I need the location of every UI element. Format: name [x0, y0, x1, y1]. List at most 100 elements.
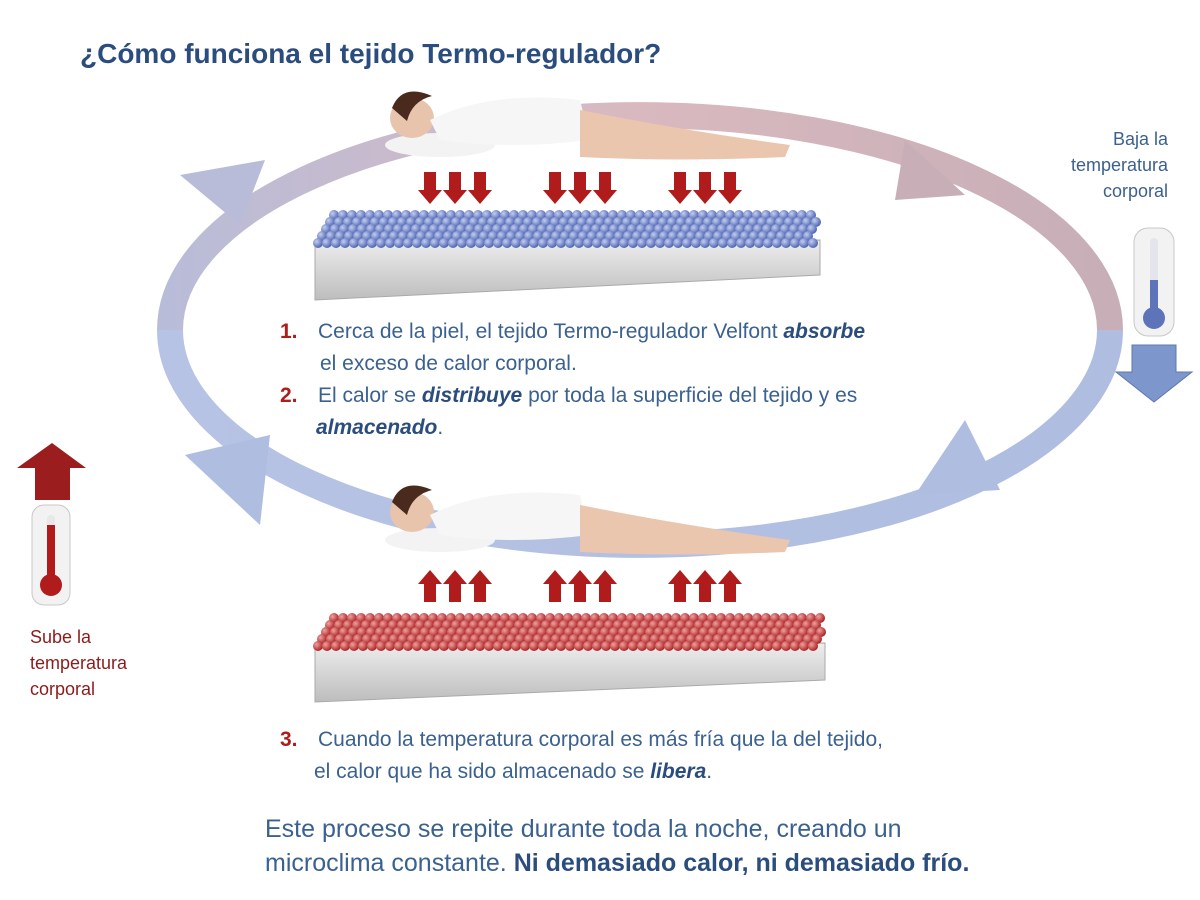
step-text: . — [437, 416, 444, 439]
arrow-down-icon — [568, 172, 592, 204]
arrow-down-icon — [593, 172, 617, 204]
bead — [331, 238, 341, 248]
bead — [700, 641, 710, 651]
bead — [340, 238, 350, 248]
ring-arrowhead-bottom-right — [915, 420, 1000, 495]
bead — [493, 641, 503, 651]
step-2: 2.El calor se distribuye por toda la sup… — [280, 380, 857, 444]
bead — [466, 641, 476, 651]
bead — [763, 238, 773, 248]
bead — [529, 238, 539, 248]
arrow-up-icon — [543, 570, 567, 602]
bead — [772, 238, 782, 248]
bead — [556, 641, 566, 651]
bead — [754, 641, 764, 651]
bead — [664, 641, 674, 651]
bead — [385, 641, 395, 651]
arrow-down-icon — [468, 172, 492, 204]
bead — [646, 238, 656, 248]
step-text: por toda la superficie del tejido y es — [522, 384, 858, 407]
summary-line: microclima constante. — [265, 849, 514, 877]
step-3: 3. Cuando la temperatura corporal es más … — [280, 724, 883, 788]
bead — [601, 641, 611, 651]
step-emphasis: absorbe — [783, 320, 866, 343]
summary-line: Este proceso se repite durante toda la n… — [265, 815, 902, 843]
bead — [484, 641, 494, 651]
arrow-down-icon — [418, 172, 442, 204]
bead — [322, 641, 332, 651]
bead — [529, 641, 539, 651]
bead — [619, 238, 629, 248]
bead — [790, 641, 800, 651]
step-text: Cuando la temperatura corporal es más fr… — [318, 728, 883, 751]
arrow-up-icon — [568, 570, 592, 602]
bead — [367, 641, 377, 651]
arrow-up-icon — [593, 570, 617, 602]
bead — [358, 641, 368, 651]
arrow-down-icon — [543, 172, 567, 204]
bead — [475, 238, 485, 248]
bead — [547, 238, 557, 248]
label-line: temperatura — [1070, 155, 1168, 175]
mattress-cool — [313, 210, 821, 301]
thermometer-cool-icon — [1133, 227, 1175, 337]
bead — [790, 238, 800, 248]
bead — [376, 238, 386, 248]
bead — [745, 238, 755, 248]
bead — [646, 641, 656, 651]
bead — [772, 641, 782, 651]
cycle-ring — [157, 102, 1123, 558]
bead — [682, 238, 692, 248]
arrow-down-icon — [443, 172, 467, 204]
bead — [412, 641, 422, 651]
step-text: El calor se — [318, 384, 422, 407]
heat-down-arrows — [418, 172, 742, 204]
arrow-down-icon — [668, 172, 692, 204]
bead — [421, 238, 431, 248]
bead — [457, 238, 467, 248]
bead — [592, 641, 602, 651]
bead — [439, 238, 449, 248]
bead — [349, 641, 359, 651]
step-number: 2. — [280, 384, 298, 407]
bead — [385, 238, 395, 248]
bead — [700, 238, 710, 248]
arrow-down-icon — [718, 172, 742, 204]
bead — [448, 238, 458, 248]
bead — [691, 641, 701, 651]
bead — [781, 238, 791, 248]
ring-arrowhead-top-right — [895, 140, 965, 200]
raise-temperature-label: Sube la temperatura corporal — [30, 624, 127, 702]
bead — [691, 238, 701, 248]
bead — [628, 238, 638, 248]
bead — [502, 641, 512, 651]
bead — [430, 641, 440, 651]
arrow-up-warm-icon — [17, 443, 86, 500]
step-number: 3. — [280, 728, 298, 751]
step-text: el calor que ha sido almacenado se — [314, 760, 651, 783]
bead — [403, 641, 413, 651]
bead — [403, 238, 413, 248]
bead — [754, 238, 764, 248]
bead — [628, 641, 638, 651]
step-text: . — [706, 760, 713, 783]
label-line: corporal — [1102, 181, 1168, 201]
arrow-down-icon — [693, 172, 717, 204]
bead — [745, 641, 755, 651]
bead — [349, 238, 359, 248]
step-text: el exceso de calor corporal. — [320, 352, 577, 375]
bead — [448, 641, 458, 651]
bead — [637, 238, 647, 248]
step-text: Cerca de la piel, el tejido Termo-regula… — [318, 320, 784, 343]
fabric-beads-warm — [313, 613, 826, 651]
arrow-up-icon — [443, 570, 467, 602]
bead — [538, 238, 548, 248]
label-line: Baja la — [1112, 129, 1168, 149]
bead — [808, 238, 818, 248]
bead — [808, 641, 818, 651]
arrow-up-icon — [668, 570, 692, 602]
sleeping-woman-bottom — [385, 485, 790, 555]
bead — [601, 238, 611, 248]
bead — [556, 238, 566, 248]
